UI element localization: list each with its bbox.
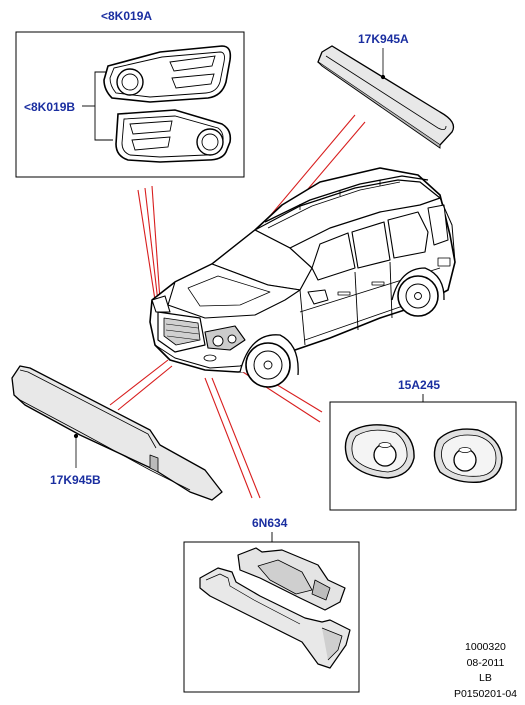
callout-8k019b[interactable]: <8K019B [24,100,76,114]
doc-code: LB [479,672,492,684]
callout-8k019a[interactable]: <8K019A [101,9,153,23]
callout-15a245[interactable]: 15A245 [398,378,441,392]
round-bezel-right[interactable] [433,428,503,483]
doc-number: 1000320 [465,641,506,653]
front-spoiler-part[interactable] [11,365,223,501]
round-bezel-left[interactable] [344,424,415,479]
vehicle-illustration [149,167,456,388]
bezel-box [15,31,245,178]
callout-17k945a[interactable]: 17K945A [358,32,409,46]
callout-6n634[interactable]: 6N634 [252,516,288,530]
doc-date: 08-2011 [466,656,505,669]
round-bezel-box [329,394,517,511]
roof-spoiler-part[interactable] [317,45,455,149]
fog-lamp-bezel-left[interactable] [115,109,232,163]
fog-lamp-bezel-right[interactable] [103,45,232,103]
document-info: 1000320 08-2011 LB P0150201-04 [454,640,517,702]
underbody-shield-part[interactable] [199,547,351,669]
underbody-shield-box [183,532,360,693]
callout-17k945b[interactable]: 17K945B [50,473,101,487]
doc-reference: P0150201-04 [453,687,517,700]
